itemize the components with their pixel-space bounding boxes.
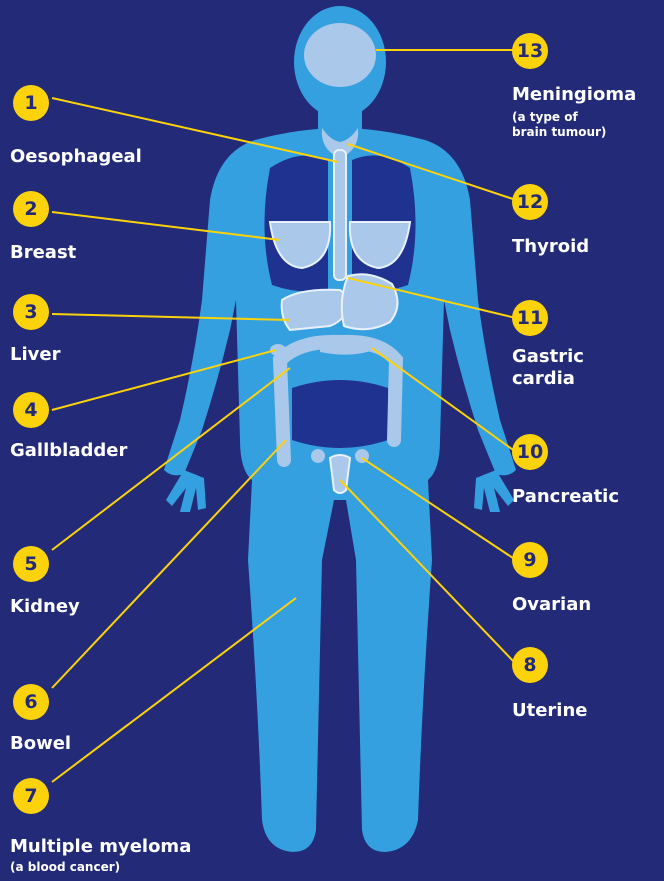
badge-9: 9 xyxy=(512,542,548,578)
badge-5: 5 xyxy=(13,546,49,582)
badge-1: 1 xyxy=(13,85,49,121)
sublabel-multiple-myeloma: (a blood cancer) xyxy=(10,860,120,875)
label-liver: Liver xyxy=(10,344,60,366)
badge-4: 4 xyxy=(13,392,49,428)
badge-10: 10 xyxy=(512,434,548,470)
label-oesophageal: Oesophageal xyxy=(10,146,142,168)
badge-7: 7 xyxy=(13,778,49,814)
badge-8: 8 xyxy=(512,647,548,683)
label-gastric-cardia: Gastric cardia xyxy=(512,346,584,390)
badge-12: 12 xyxy=(512,184,548,220)
badge-3: 3 xyxy=(13,294,49,330)
label-thyroid: Thyroid xyxy=(512,236,589,258)
badge-11: 11 xyxy=(512,300,548,336)
label-meningioma: Meningioma xyxy=(512,84,636,106)
label-pancreatic: Pancreatic xyxy=(512,486,619,508)
badge-6: 6 xyxy=(13,684,49,720)
label-uterine: Uterine xyxy=(512,700,588,722)
label-breast: Breast xyxy=(10,242,76,264)
label-ovarian: Ovarian xyxy=(512,594,591,616)
label-kidney: Kidney xyxy=(10,596,80,618)
label-multiple-myeloma: Multiple myeloma xyxy=(10,836,191,858)
sublabel-meningioma: (a type of brain tumour) xyxy=(512,110,606,140)
label-gallbladder: Gallbladder xyxy=(10,440,127,462)
label-bowel: Bowel xyxy=(10,733,71,755)
intestines-organ xyxy=(292,380,388,448)
ovary-left xyxy=(311,449,325,463)
badge-2: 2 xyxy=(13,191,49,227)
oesophagus-organ xyxy=(334,150,346,280)
brain-organ xyxy=(304,23,376,87)
badge-13: 13 xyxy=(512,33,548,69)
